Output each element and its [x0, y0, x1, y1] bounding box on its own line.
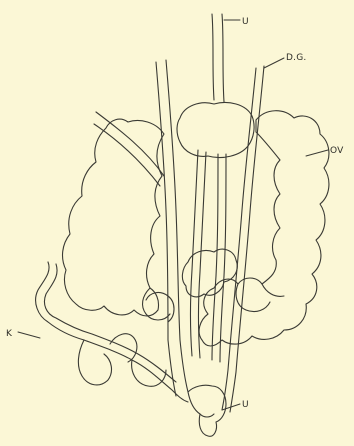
kidney-tubule-loop-3: [132, 360, 166, 386]
lower-ureter-neck: [200, 414, 214, 417]
leader-ovary: [306, 150, 328, 156]
vessel-left-a: [156, 62, 176, 396]
central-lobe: [177, 103, 254, 158]
leader-kidney: [18, 332, 40, 338]
label-ureter-top: U: [242, 17, 249, 27]
kidney-tubule-loop-2: [110, 334, 137, 362]
label-duct: D.G.: [286, 53, 306, 63]
branch-upper-left-b: [94, 124, 160, 186]
vessel-mid-d: [220, 154, 226, 362]
leader-duct: [264, 58, 284, 68]
ovary-left-outline: [63, 119, 164, 316]
duct-strand-outer-right: [230, 66, 264, 412]
label-ureter-bottom: U: [242, 400, 249, 410]
duct-strand-outer-left: [222, 68, 256, 410]
lower-ureter-body: [188, 385, 226, 436]
ureter-upper-left: [212, 14, 214, 100]
label-kidney: K: [6, 329, 13, 339]
ovary-right-outline: [199, 111, 329, 346]
vessel-mid-c: [212, 154, 218, 360]
label-ovary: OV: [330, 146, 344, 156]
kidney-tubule-loop: [78, 340, 111, 385]
ovary-right-inner: [262, 284, 284, 296]
ureter-upper-right: [222, 14, 224, 102]
kidney-tubule-a: [36, 262, 188, 402]
